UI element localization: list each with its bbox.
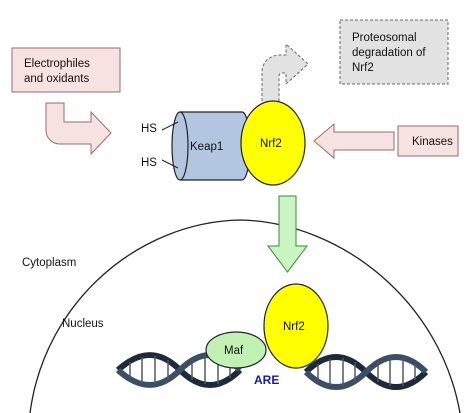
kinases-label: Kinases <box>412 136 453 148</box>
nrf2-cytoplasm-label: Nrf2 <box>260 138 282 150</box>
maf-label: Maf <box>224 345 244 357</box>
thiol-bond-top <box>161 121 179 131</box>
cytoplasm-label: Cytoplasm <box>22 257 76 269</box>
degradation-arrow <box>261 42 309 117</box>
electrophiles-box: Electrophiles and oxidants <box>11 47 121 93</box>
electrophiles-label-line2: and oxidants <box>24 73 89 85</box>
thiol-bottom-label: HS <box>141 157 157 169</box>
electrophiles-label-line1: Electrophiles <box>24 58 90 70</box>
thiol-top-label: HS <box>141 123 157 135</box>
nrf2-cytoplasm: Nrf2 <box>240 100 306 186</box>
nucleus-membrane <box>29 219 461 413</box>
keap1-protein: Keap1 <box>171 111 251 181</box>
nrf2-nucleus: Nrf2 <box>263 283 329 369</box>
kinases-arrow <box>313 122 395 160</box>
translocation-arrow <box>267 195 308 273</box>
nrf2-nucleus-label: Nrf2 <box>283 321 305 333</box>
degradation-label-line2: degradation of <box>352 47 426 59</box>
maf-protein: Maf <box>205 331 267 369</box>
are-label: ARE <box>254 373 279 387</box>
dna-helix-right <box>303 354 429 390</box>
degradation-label-line3: Nrf2 <box>352 62 374 74</box>
keap1-label: Keap1 <box>190 141 223 153</box>
kinases-box: Kinases <box>397 125 459 157</box>
stimuli-arrow <box>45 102 112 156</box>
nucleus-label: Nucleus <box>62 318 104 330</box>
degradation-label-line1: Proteosomal <box>352 32 417 44</box>
thiol-bond-bottom <box>161 159 179 169</box>
degradation-box: Proteosomal degradation of Nrf2 <box>339 19 449 85</box>
